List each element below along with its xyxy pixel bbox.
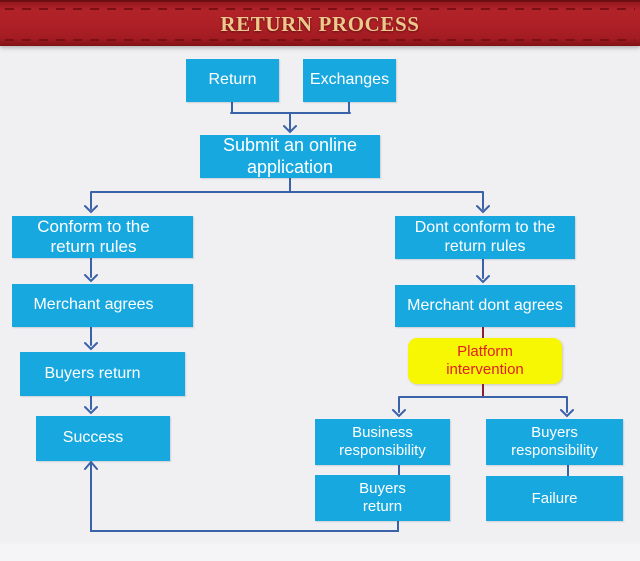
node-dont-conform-rules: Dont conform to the return rules <box>395 216 575 259</box>
node-failure: Failure <box>486 476 623 521</box>
node-platform-intervention: Platform intervention <box>408 338 562 384</box>
node-return: Return <box>186 59 279 102</box>
node-business-responsibility: Business responsibility <box>315 419 450 465</box>
node-exchanges: Exchanges <box>303 59 396 102</box>
node-buyers-return-right: Buyers return <box>315 475 450 521</box>
node-merchant-dont-agrees: Merchant dont agrees <box>395 285 575 327</box>
stitch-line-top <box>5 8 635 10</box>
node-submit-application: Submit an online application <box>200 135 380 178</box>
connector-conform-to-merchant <box>84 257 98 283</box>
node-success: Success <box>36 416 170 461</box>
connector-platform-branch <box>392 396 574 418</box>
node-merchant-agrees: Merchant agrees <box>12 284 193 327</box>
stitch-line-bottom <box>5 39 635 41</box>
connector-submit-split <box>84 177 490 214</box>
node-conform-rules: Conform to the return rules <box>12 216 193 258</box>
page-title: RETURN PROCESS <box>220 12 420 36</box>
title-banner: RETURN PROCESS <box>0 0 640 46</box>
node-buyers-responsibility: Buyers responsibility <box>486 419 623 465</box>
connector-buyers-to-success <box>84 395 98 415</box>
connector-merchant-to-buyers <box>84 326 98 351</box>
node-buyers-return-left: Buyers return <box>20 352 185 396</box>
connector-merge-to-submit <box>230 101 351 134</box>
connector-dont-to-merchantdont <box>476 258 490 284</box>
